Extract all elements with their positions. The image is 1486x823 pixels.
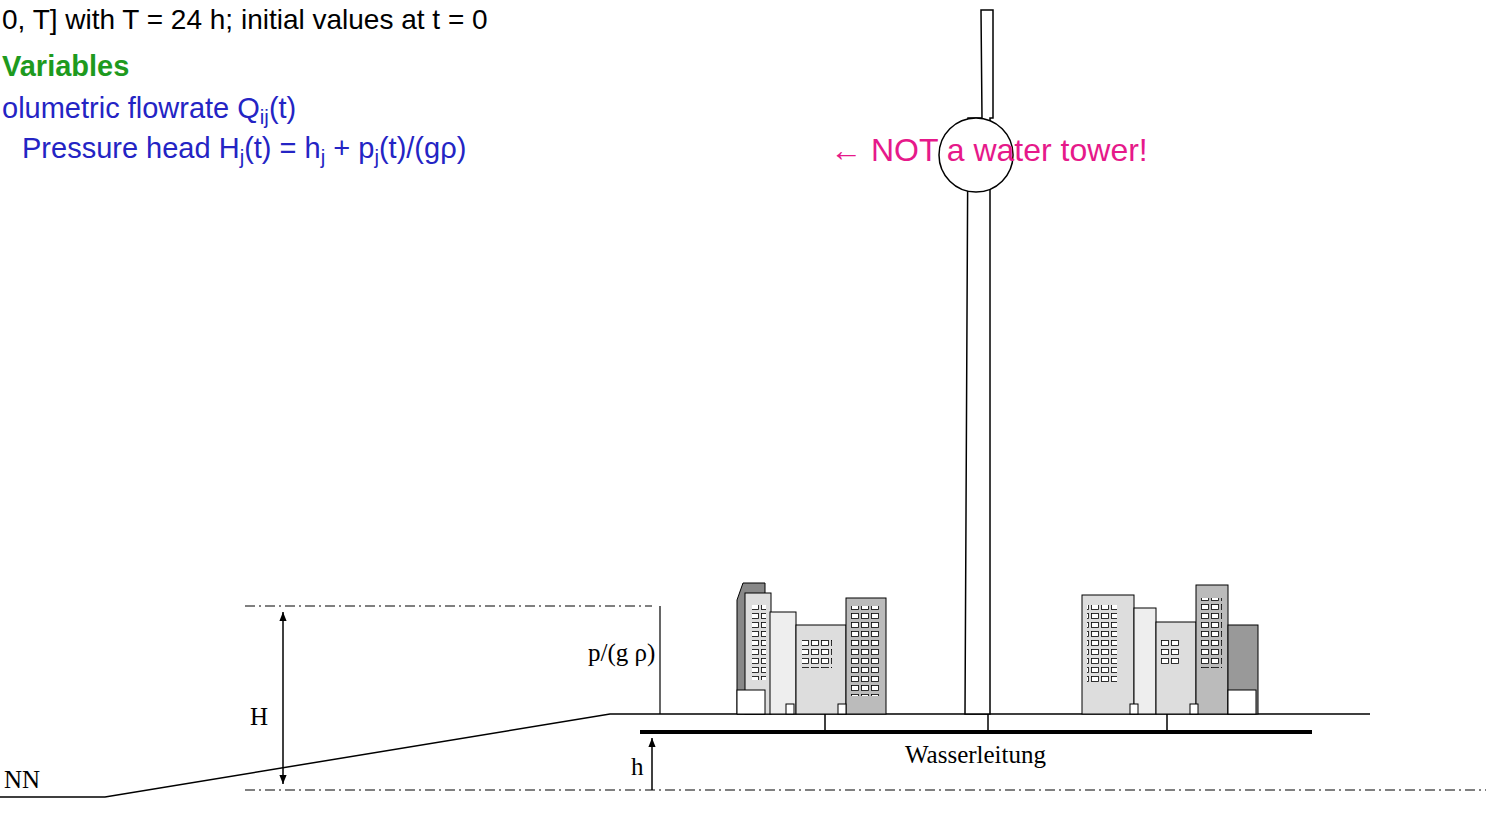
buildings-right bbox=[1082, 585, 1258, 714]
reference-line bbox=[245, 790, 1486, 791]
pressure-label: p/(g ρ) bbox=[588, 640, 655, 665]
subscript: ij bbox=[260, 106, 269, 129]
subscript: j bbox=[374, 146, 379, 169]
text-line: Pressure head Hj(t) = hj + pj(t)/(gρ) bbox=[22, 132, 466, 165]
variable-text: + p bbox=[325, 132, 374, 165]
variable-text: (t) = h bbox=[244, 132, 321, 165]
variable-text: (t)/(gρ) bbox=[379, 132, 466, 165]
datum-label: NN bbox=[4, 767, 40, 792]
variable-text: (t) bbox=[269, 92, 296, 125]
dimension-label: H bbox=[250, 704, 268, 729]
buildings-left bbox=[737, 583, 886, 714]
pipe-branch bbox=[824, 714, 826, 732]
water-pipe bbox=[640, 730, 1312, 734]
subscript: j bbox=[321, 146, 326, 169]
text-line: 0, T] with T = 24 h; initial values at t… bbox=[2, 4, 488, 36]
pipe-branch bbox=[987, 714, 989, 732]
tv-tower bbox=[965, 10, 993, 714]
dimension-label: h bbox=[631, 754, 644, 779]
dimension-line bbox=[659, 606, 660, 714]
text-line: olumetric flowrate Qij(t) bbox=[2, 92, 296, 125]
annotation-text: ← NOT a water tower! bbox=[830, 132, 1148, 169]
reference-line bbox=[245, 606, 652, 607]
section-heading: Variables bbox=[2, 50, 129, 83]
time-interval-text: 0, T] with T = 24 h; initial values at t… bbox=[2, 4, 488, 36]
subscript: j bbox=[240, 146, 245, 169]
pipe-branch bbox=[1166, 714, 1168, 732]
dimension-arrow bbox=[282, 612, 284, 784]
text-line: Variables bbox=[2, 50, 129, 83]
variable-text: Pressure head H bbox=[22, 132, 240, 165]
variable-text: olumetric flowrate Q bbox=[2, 92, 260, 125]
text-line: ← NOT a water tower! bbox=[830, 132, 1148, 169]
pipe-label: Wasserleitung bbox=[905, 742, 1046, 767]
dimension-arrow bbox=[651, 738, 653, 790]
ground-line bbox=[0, 714, 1370, 797]
